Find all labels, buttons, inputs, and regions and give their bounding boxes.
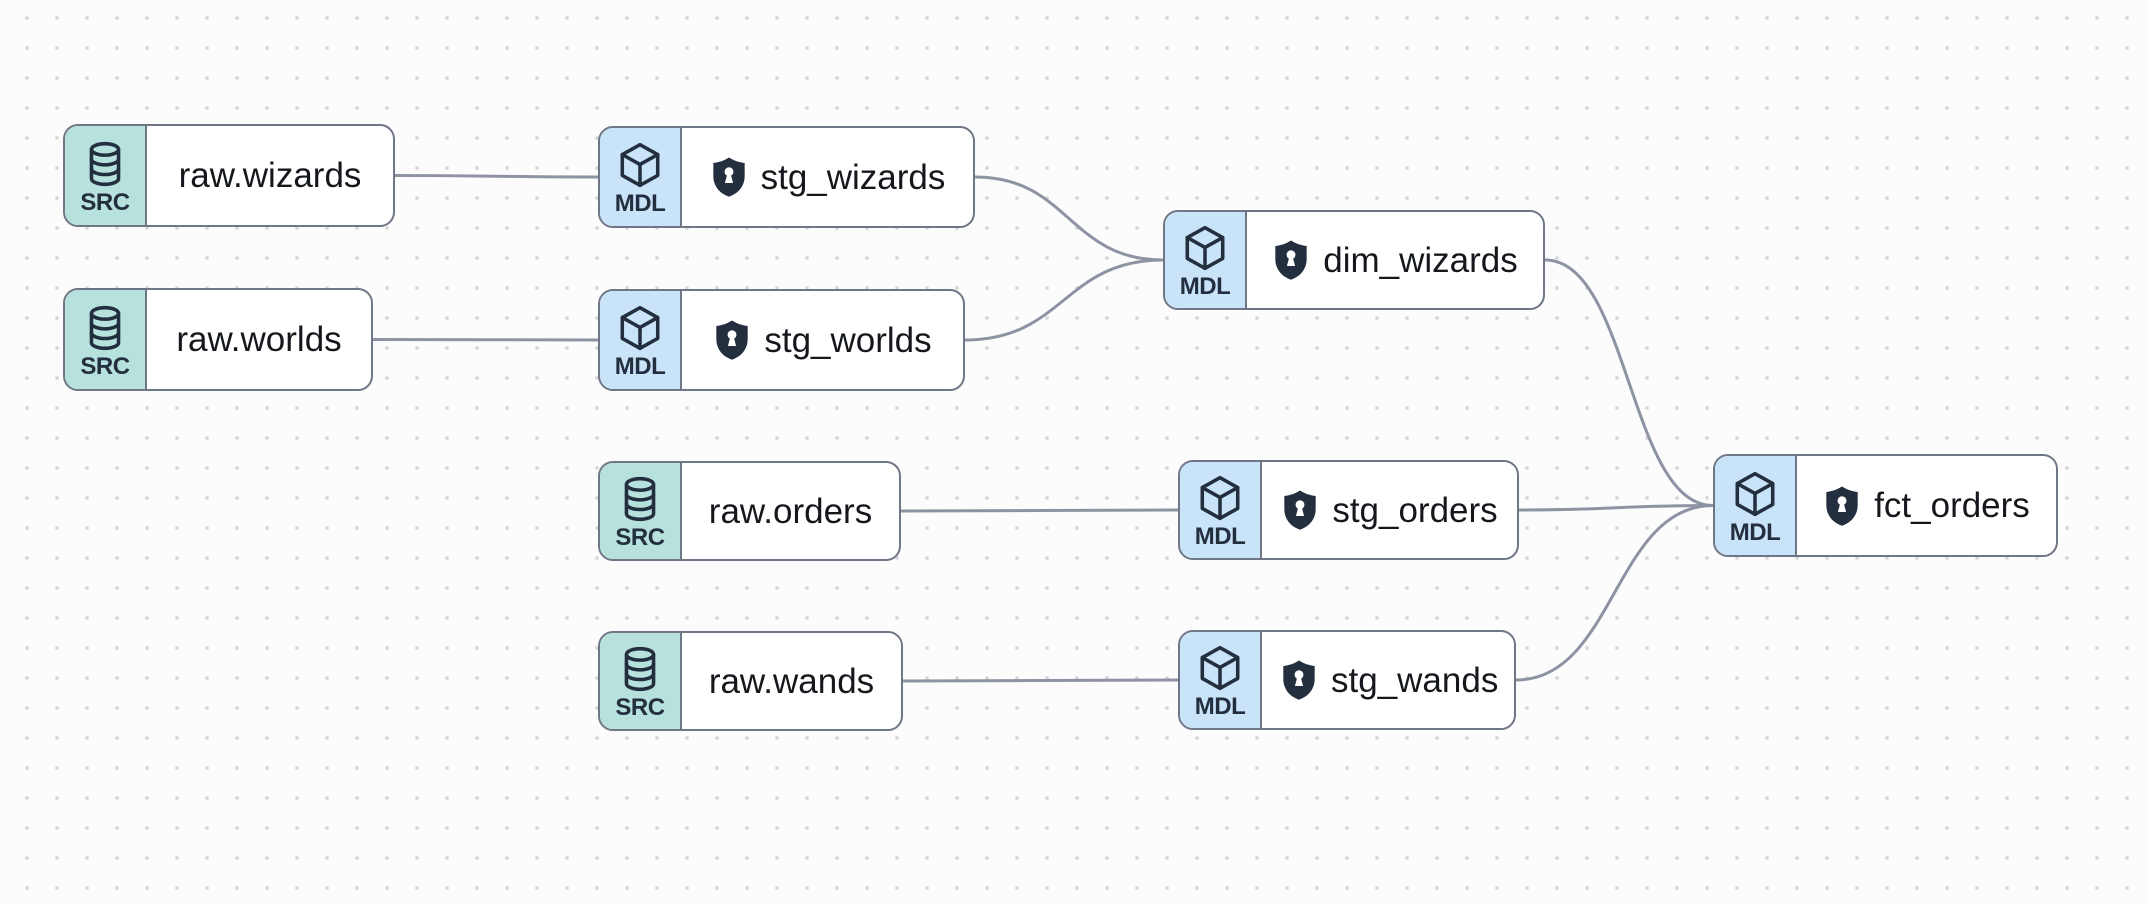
node-type-badge: SRC xyxy=(600,633,682,729)
node-body: stg_wizards xyxy=(682,128,973,226)
node-raw_wizards[interactable]: SRC raw.wizards xyxy=(63,124,395,227)
cube-icon xyxy=(1195,473,1245,523)
shield-icon xyxy=(1272,239,1310,281)
node-body: stg_wands xyxy=(1262,632,1514,728)
database-icon xyxy=(80,303,130,353)
node-raw_wands[interactable]: SRC raw.wands xyxy=(598,631,903,731)
node-body: fct_orders xyxy=(1797,456,2056,555)
node-stg_worlds[interactable]: MDL stg_worlds xyxy=(598,289,965,391)
node-label: raw.wizards xyxy=(178,156,362,195)
node-stg_wizards[interactable]: MDL stg_wizards xyxy=(598,126,975,228)
edge-raw_wands-stg_wands xyxy=(901,678,1180,683)
node-type-badge: MDL xyxy=(1180,462,1262,558)
node-raw_worlds[interactable]: SRC raw.worlds xyxy=(63,288,373,391)
node-body: raw.wands xyxy=(682,633,901,729)
node-body: raw.wizards xyxy=(147,126,393,225)
cube-icon xyxy=(615,303,665,353)
database-icon xyxy=(615,644,665,694)
node-dim_wizards[interactable]: MDL dim_wizards xyxy=(1163,210,1545,310)
node-type-label: SRC xyxy=(80,188,130,216)
cube-icon xyxy=(1195,643,1245,693)
shield-icon xyxy=(1281,489,1319,531)
node-type-label: MDL xyxy=(1194,693,1246,720)
edge-raw_wizards-stg_wizards xyxy=(393,174,600,179)
node-type-label: MDL xyxy=(614,353,666,380)
node-body: raw.worlds xyxy=(147,290,371,389)
database-icon xyxy=(80,139,130,189)
node-type-badge: MDL xyxy=(1715,456,1797,555)
node-type-label: MDL xyxy=(1179,273,1231,300)
node-raw_orders[interactable]: SRC raw.orders xyxy=(598,461,901,561)
cube-icon xyxy=(1730,469,1780,519)
cube-icon xyxy=(1180,223,1230,273)
edge-stg_wands-fct_orders xyxy=(1514,504,1715,682)
node-label: stg_orders xyxy=(1332,490,1498,530)
node-label: dim_wizards xyxy=(1323,240,1518,280)
node-stg_wands[interactable]: MDL stg_wands xyxy=(1178,630,1516,730)
edge-raw_orders-stg_orders xyxy=(899,508,1180,513)
node-body: stg_orders xyxy=(1262,462,1517,558)
node-type-badge: MDL xyxy=(600,291,682,389)
edge-dim_wizards-fct_orders xyxy=(1543,258,1715,507)
shield-icon xyxy=(1823,485,1861,527)
edge-stg_orders-fct_orders xyxy=(1517,504,1715,512)
node-type-badge: MDL xyxy=(1180,632,1262,728)
node-label: stg_worlds xyxy=(764,320,932,360)
node-type-label: SRC xyxy=(615,694,665,721)
node-body: stg_worlds xyxy=(682,291,963,389)
node-label: stg_wizards xyxy=(760,157,946,197)
node-type-label: SRC xyxy=(615,524,665,551)
node-label: stg_wands xyxy=(1331,660,1499,700)
edge-raw_worlds-stg_worlds xyxy=(371,338,600,342)
node-type-badge: SRC xyxy=(600,463,682,559)
node-type-badge: MDL xyxy=(600,128,682,226)
node-type-label: MDL xyxy=(1194,523,1246,550)
node-label: raw.worlds xyxy=(176,320,342,359)
node-type-badge: SRC xyxy=(65,290,147,389)
shield-icon xyxy=(710,156,748,198)
node-type-label: MDL xyxy=(1729,518,1781,546)
node-label: raw.wands xyxy=(708,661,875,701)
cube-icon xyxy=(615,140,665,190)
node-label: raw.orders xyxy=(708,491,873,531)
node-label: fct_orders xyxy=(1874,486,2030,525)
node-body: raw.orders xyxy=(682,463,899,559)
node-body: dim_wizards xyxy=(1247,212,1543,308)
node-type-label: SRC xyxy=(80,352,130,380)
node-stg_orders[interactable]: MDL stg_orders xyxy=(1178,460,1519,560)
shield-icon xyxy=(713,319,751,361)
edge-stg_wizards-dim_wizards xyxy=(973,175,1165,262)
shield-icon xyxy=(1280,659,1318,701)
node-type-badge: MDL xyxy=(1165,212,1247,308)
node-type-label: MDL xyxy=(614,190,666,217)
database-icon xyxy=(615,474,665,524)
node-type-badge: SRC xyxy=(65,126,147,225)
edge-stg_worlds-dim_wizards xyxy=(963,258,1165,342)
node-fct_orders[interactable]: MDL fct_orders xyxy=(1713,454,2058,557)
